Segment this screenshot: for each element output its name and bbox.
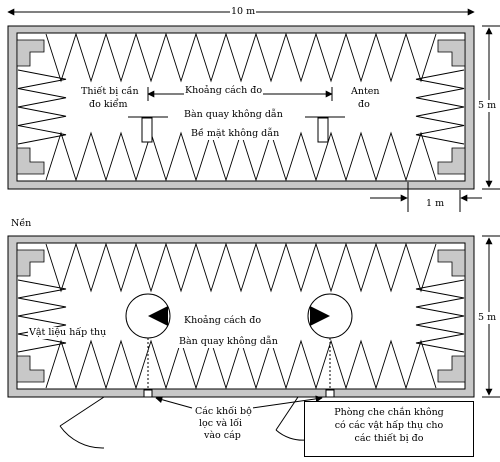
corner-label: 1 m <box>425 198 446 210</box>
filter-block-right <box>325 389 335 398</box>
note-line2: có các vật hấp thụ cho <box>334 420 444 431</box>
top-chamber <box>7 25 475 190</box>
absorber-row-right <box>415 69 465 145</box>
bottom-turntable-label: Bàn quay không dẫn <box>178 336 279 348</box>
door-left <box>59 396 105 449</box>
filters-label-line2: lọc và lối <box>198 418 244 430</box>
eut-label-line2: đo kiểm <box>88 99 129 111</box>
absorber-row-left <box>17 279 67 353</box>
absorber-row-left <box>17 69 67 145</box>
width-bottom-label: 5 m <box>477 312 498 324</box>
absorber-row-top <box>45 242 437 293</box>
top-turntable-label: Bàn quay không dẫn <box>183 109 284 121</box>
dim-corner <box>370 182 482 212</box>
antenna-label-line2: đo <box>357 99 371 111</box>
eut-label-line1: Thiết bị cần <box>80 86 140 98</box>
width-top-label: 5 m <box>477 100 498 112</box>
top-distance-label: Khoảng cách đo <box>184 85 264 97</box>
bottom-antenna-turntable <box>307 293 353 392</box>
antenna-label-line1: Anten <box>350 86 381 98</box>
filter-pointer-left <box>155 396 193 409</box>
top-inner-room <box>16 32 466 182</box>
filters-label-line3: vào cáp <box>203 430 242 442</box>
bottom-eut-turntable <box>125 293 171 392</box>
bottom-distance-label: Khoảng cách đo <box>183 315 263 327</box>
top-antenna-table <box>305 116 345 143</box>
absorber-label: Vật liệu hấp thụ <box>28 327 108 339</box>
filter-pointer-right <box>251 395 323 409</box>
surface-label: Bề mặt không dẫn <box>190 128 281 140</box>
top-eut-table <box>128 116 168 143</box>
note-line1: Phòng che chắn không <box>334 407 444 418</box>
absorber-row-top <box>45 32 437 83</box>
absorber-row-right <box>415 279 465 353</box>
top-corner-blocks <box>16 39 466 175</box>
bottom-chamber <box>7 235 475 449</box>
note-line3: các thiết bị đo <box>354 433 424 444</box>
shielded-room-note: Phòng che chắn không có các vật hấp thụ … <box>304 401 474 457</box>
filter-block-left <box>143 389 153 398</box>
length-label: 10 m <box>230 6 257 18</box>
bottom-corner-blocks <box>16 249 466 383</box>
floor-label: Nền <box>10 218 33 230</box>
door-right <box>275 396 307 441</box>
filters-label-line1: Các khối bộ <box>194 406 253 418</box>
